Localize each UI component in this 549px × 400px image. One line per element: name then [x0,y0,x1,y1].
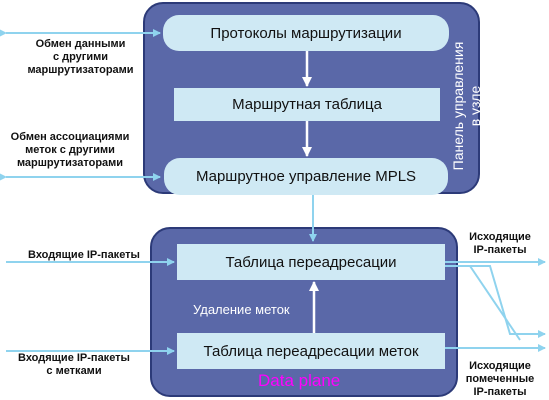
label-forwarding-table-label: Таблица переадресации меток [203,342,419,360]
label-table-to-outgoing-arrow [469,265,521,341]
label-exchange-line2: меток с другими [25,144,115,156]
incoming-labeled-label: Входящие IP-пакеты с метками [4,352,144,378]
label-exchange-line1: Обмен ассоциациями [10,131,130,143]
forwarding-to-labeled-arrow [445,265,546,338]
label-removal-text: Удаление меток [193,302,290,317]
incoming-labeled-line2: с метками [46,365,102,377]
routing-table-box: Маршрутная таблица [174,88,440,121]
mpls-management-box: Маршрутное управление MPLS [164,158,448,195]
data-plane-title: Data plane [258,371,341,390]
label-exchange-label: Обмен ассоциациями меток с другими маршр… [0,131,140,170]
forwarding-table-label: Таблица переадресации [225,253,397,271]
data-exchange-line3: маршрутизаторами [27,64,134,76]
outgoing-labeled-line1: Исходящие [469,360,531,372]
data-exchange-line1: Обмен данными [35,38,126,50]
incoming-ip-label: Входящие IP-пакеты [28,249,140,261]
routing-table-label: Маршрутная таблица [232,96,382,113]
incoming-labeled-line1: Входящие IP-пакеты [18,352,130,364]
data-exchange-line2: с другими [52,51,109,63]
outgoing-ip-line1: Исходящие [469,231,531,243]
outgoing-ip-label: Исходящие IP-пакеты [460,231,540,257]
outgoing-labeled-line3: IP-пакеты [473,386,527,398]
routing-protocols-box: Протоколы маршрутизации [163,15,449,51]
data-exchange-label: Обмен данными с другими маршрутизаторами [8,38,153,77]
mpls-management-label: Маршрутное управление MPLS [195,168,417,185]
routing-protocols-label: Протоколы маршрутизации [210,24,402,42]
outgoing-labeled-label: Исходящие помеченные IP-пакеты [460,360,540,399]
label-forwarding-table-box: Таблица переадресации меток [177,333,445,369]
forwarding-table-box: Таблица переадресации [177,244,445,280]
outgoing-ip-line2: IP-пакеты [473,244,527,256]
outgoing-labeled-line2: помеченные [465,373,535,385]
label-exchange-line3: маршрутизаторами [16,157,124,169]
